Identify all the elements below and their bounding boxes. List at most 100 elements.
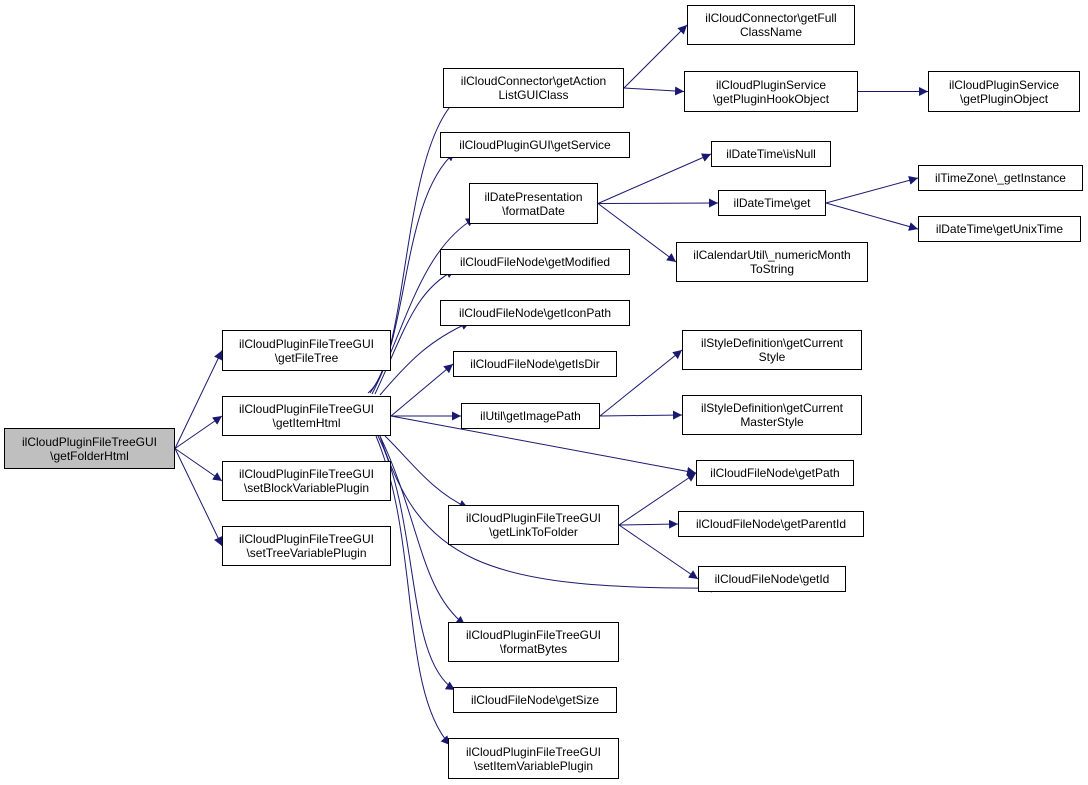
node-label-line: \setBlockVariablePlugin [243, 481, 370, 495]
node-label-line: ilCloudPluginGUI\getService [459, 138, 611, 152]
node-set-block-variable-plugin[interactable]: ilCloudPluginFileTreeGUI\setBlockVariabl… [222, 461, 391, 501]
node-label-line: ilStyleDefinition\getCurrent [700, 336, 844, 350]
node-label-line: ilDateTime\isNull [726, 147, 816, 161]
node-get-icon-path[interactable]: ilCloudFileNode\getIconPath [440, 300, 630, 326]
edge-getItemHtml-to-formatBytes [379, 435, 466, 626]
node-label-line: \formatBytes [499, 642, 568, 656]
node-label-line: ilCloudPluginFileTreeGUI [239, 532, 374, 546]
node-label-line: ilCloudPluginFileTreeGUI [22, 434, 157, 449]
edge-getItemHtml-to-getSize [377, 435, 456, 691]
edge-formatDate-to-dtGet [597, 198, 719, 208]
node-label-line: \getLinkToFolder [489, 525, 578, 539]
node-label-line: \getFileTree [274, 350, 339, 365]
node-get-folder-html[interactable]: ilCloudPluginFileTreeGUI\getFolderHtml [4, 428, 175, 469]
edge-getItemHtml-to-getIsDir [390, 363, 454, 417]
node-get-plugin-object[interactable]: ilCloudPluginService\getPluginObject [928, 71, 1080, 112]
node-get-size[interactable]: ilCloudFileNode\getSize [453, 687, 617, 713]
node-label-line: ilCloudPluginFileTreeGUI [466, 744, 601, 759]
node-label-line: ilStyleDefinition\getCurrent [700, 401, 844, 415]
node-label-line: ilCloudFileNode\getIconPath [458, 306, 612, 320]
node-get-unix-time[interactable]: ilDateTime\getUnixTime [918, 216, 1081, 242]
node-label-line: ilCloudPluginFileTreeGUI [239, 402, 374, 416]
node-get-file-tree[interactable]: ilCloudPluginFileTreeGUI\getFileTree [222, 330, 391, 371]
node-label-line: \getPluginObject [959, 91, 1049, 106]
edge-getItemHtml-to-getId [379, 435, 721, 593]
node-get-service[interactable]: ilCloudPluginGUI\getService [440, 132, 630, 158]
edge-getItemHtml-to-getIconPath [379, 321, 471, 396]
edge-getFolderHtml-to-getFileTree [174, 350, 223, 449]
node-label-line: ilDateTime\getUnixTime [935, 222, 1064, 236]
node-label-line: ilCloudPluginFileTreeGUI [466, 628, 601, 642]
node-get-plugin-hook-object[interactable]: ilCloudPluginService\getPluginHookObject [684, 71, 858, 112]
node-set-item-variable-plugin[interactable]: ilCloudPluginFileTreeGUI\setItemVariable… [448, 738, 619, 779]
node-label-line: ilCloudPluginFileTreeGUI [466, 511, 601, 525]
node-label-line: ilDatePresentation [484, 189, 583, 204]
edge-getLinkToFolder-to-getParentId [618, 519, 679, 529]
node-label-line: ilTimeZone\_getInstance [935, 171, 1066, 185]
node-label-line: ilDateTime\get [733, 196, 811, 210]
edge-getActionListGUIClass-to-getPluginHookObject [623, 86, 685, 96]
node-label-line: \getItemHtml [272, 416, 341, 430]
node-label-line: ListGUIClass [498, 88, 569, 102]
node-label-line: ilCloudFileNode\getId [714, 572, 830, 586]
edge-formatDate-to-isNull [597, 153, 712, 204]
node-label-line: ilCloudConnector\getAction [460, 74, 607, 88]
node-label-line: \setTreeVariablePlugin [246, 546, 367, 560]
edge-formatDate-to-numericMonth [597, 203, 677, 263]
node-label-line: ilCalendarUtil\_numericMonth [693, 248, 851, 262]
edge-getImagePath-to-getCurrentStyle [599, 349, 683, 417]
node-get-instance[interactable]: ilTimeZone\_getInstance [918, 165, 1083, 191]
node-format-date[interactable]: ilDatePresentation\formatDate [469, 183, 598, 224]
node-label-line: ilCloudPluginService [948, 77, 1060, 92]
edge-getItemHtml-to-getLinkToFolder [384, 435, 469, 509]
edge-getItemHtml-to-getPath [390, 415, 697, 476]
node-get-id[interactable]: ilCloudFileNode\getId [698, 566, 846, 592]
node-get-image-path[interactable]: ilUtil\getImagePath [461, 403, 600, 429]
edge-getLinkToFolder-to-getPath [618, 472, 697, 526]
edge-getLinkToFolder-to-getId [618, 524, 699, 580]
node-is-null[interactable]: ilDateTime\isNull [711, 141, 831, 167]
node-label-line: ilCloudPluginFileTreeGUI [239, 336, 374, 351]
node-label-line: ilCloudPluginService [715, 77, 827, 92]
node-label-line: ToString [749, 262, 795, 276]
node-label-line: ilCloudFileNode\getSize [470, 693, 600, 707]
edge-dtGet-to-getInstance [825, 176, 919, 204]
edge-getFolderHtml-to-setTreeVariablePlugin [174, 448, 223, 547]
node-label-line: MasterStyle [740, 415, 804, 429]
node-get-parent-id[interactable]: ilCloudFileNode\getParentId [678, 511, 864, 537]
node-get-is-dir[interactable]: ilCloudFileNode\getIsDir [453, 351, 617, 377]
node-get-path[interactable]: ilCloudFileNode\getPath [696, 460, 854, 486]
edge-getFolderHtml-to-getItemHtml [174, 415, 223, 449]
node-label-line: \getFolderHtml [50, 448, 129, 463]
edge-dtGet-to-getUnixTime [825, 202, 919, 231]
node-label-line: ilCloudConnector\getFull [705, 11, 837, 25]
node-label-line: \getPluginHookObject [712, 91, 830, 106]
node-label-line: Style [758, 350, 786, 364]
edge-getImagePath-to-getCurrentMasterStyle [599, 410, 683, 420]
node-format-bytes[interactable]: ilCloudPluginFileTreeGUI\formatBytes [448, 622, 619, 662]
edge-getItemHtml-to-getModified [374, 269, 456, 395]
edge-getFolderHtml-to-setBlockVariablePlugin [174, 448, 223, 482]
node-dt-get[interactable]: ilDateTime\get [718, 190, 826, 216]
edge-getActionListGUIClass-to-getFullClassName [623, 24, 688, 89]
node-get-item-html[interactable]: ilCloudPluginFileTreeGUI\getItemHtml [222, 396, 391, 436]
node-label-line: \setItemVariablePlugin [473, 758, 594, 773]
node-label-line: ilUtil\getImagePath [480, 409, 581, 423]
node-label-line: ilCloudPluginFileTreeGUI [239, 467, 374, 481]
node-set-tree-variable-plugin[interactable]: ilCloudPluginFileTreeGUI\setTreeVariable… [222, 526, 391, 566]
node-label-line: ilCloudFileNode\getPath [710, 466, 840, 480]
node-get-link-to-folder[interactable]: ilCloudPluginFileTreeGUI\getLinkToFolder [448, 505, 619, 545]
node-label-line: ilCloudFileNode\getIsDir [470, 357, 600, 371]
node-label-line: ClassName [739, 25, 802, 39]
node-get-modified[interactable]: ilCloudFileNode\getModified [440, 249, 630, 275]
node-label-line: ilCloudFileNode\getParentId [695, 517, 847, 531]
node-label-line: \formatDate [502, 203, 565, 218]
node-label-line: ilCloudFileNode\getModified [459, 255, 611, 269]
